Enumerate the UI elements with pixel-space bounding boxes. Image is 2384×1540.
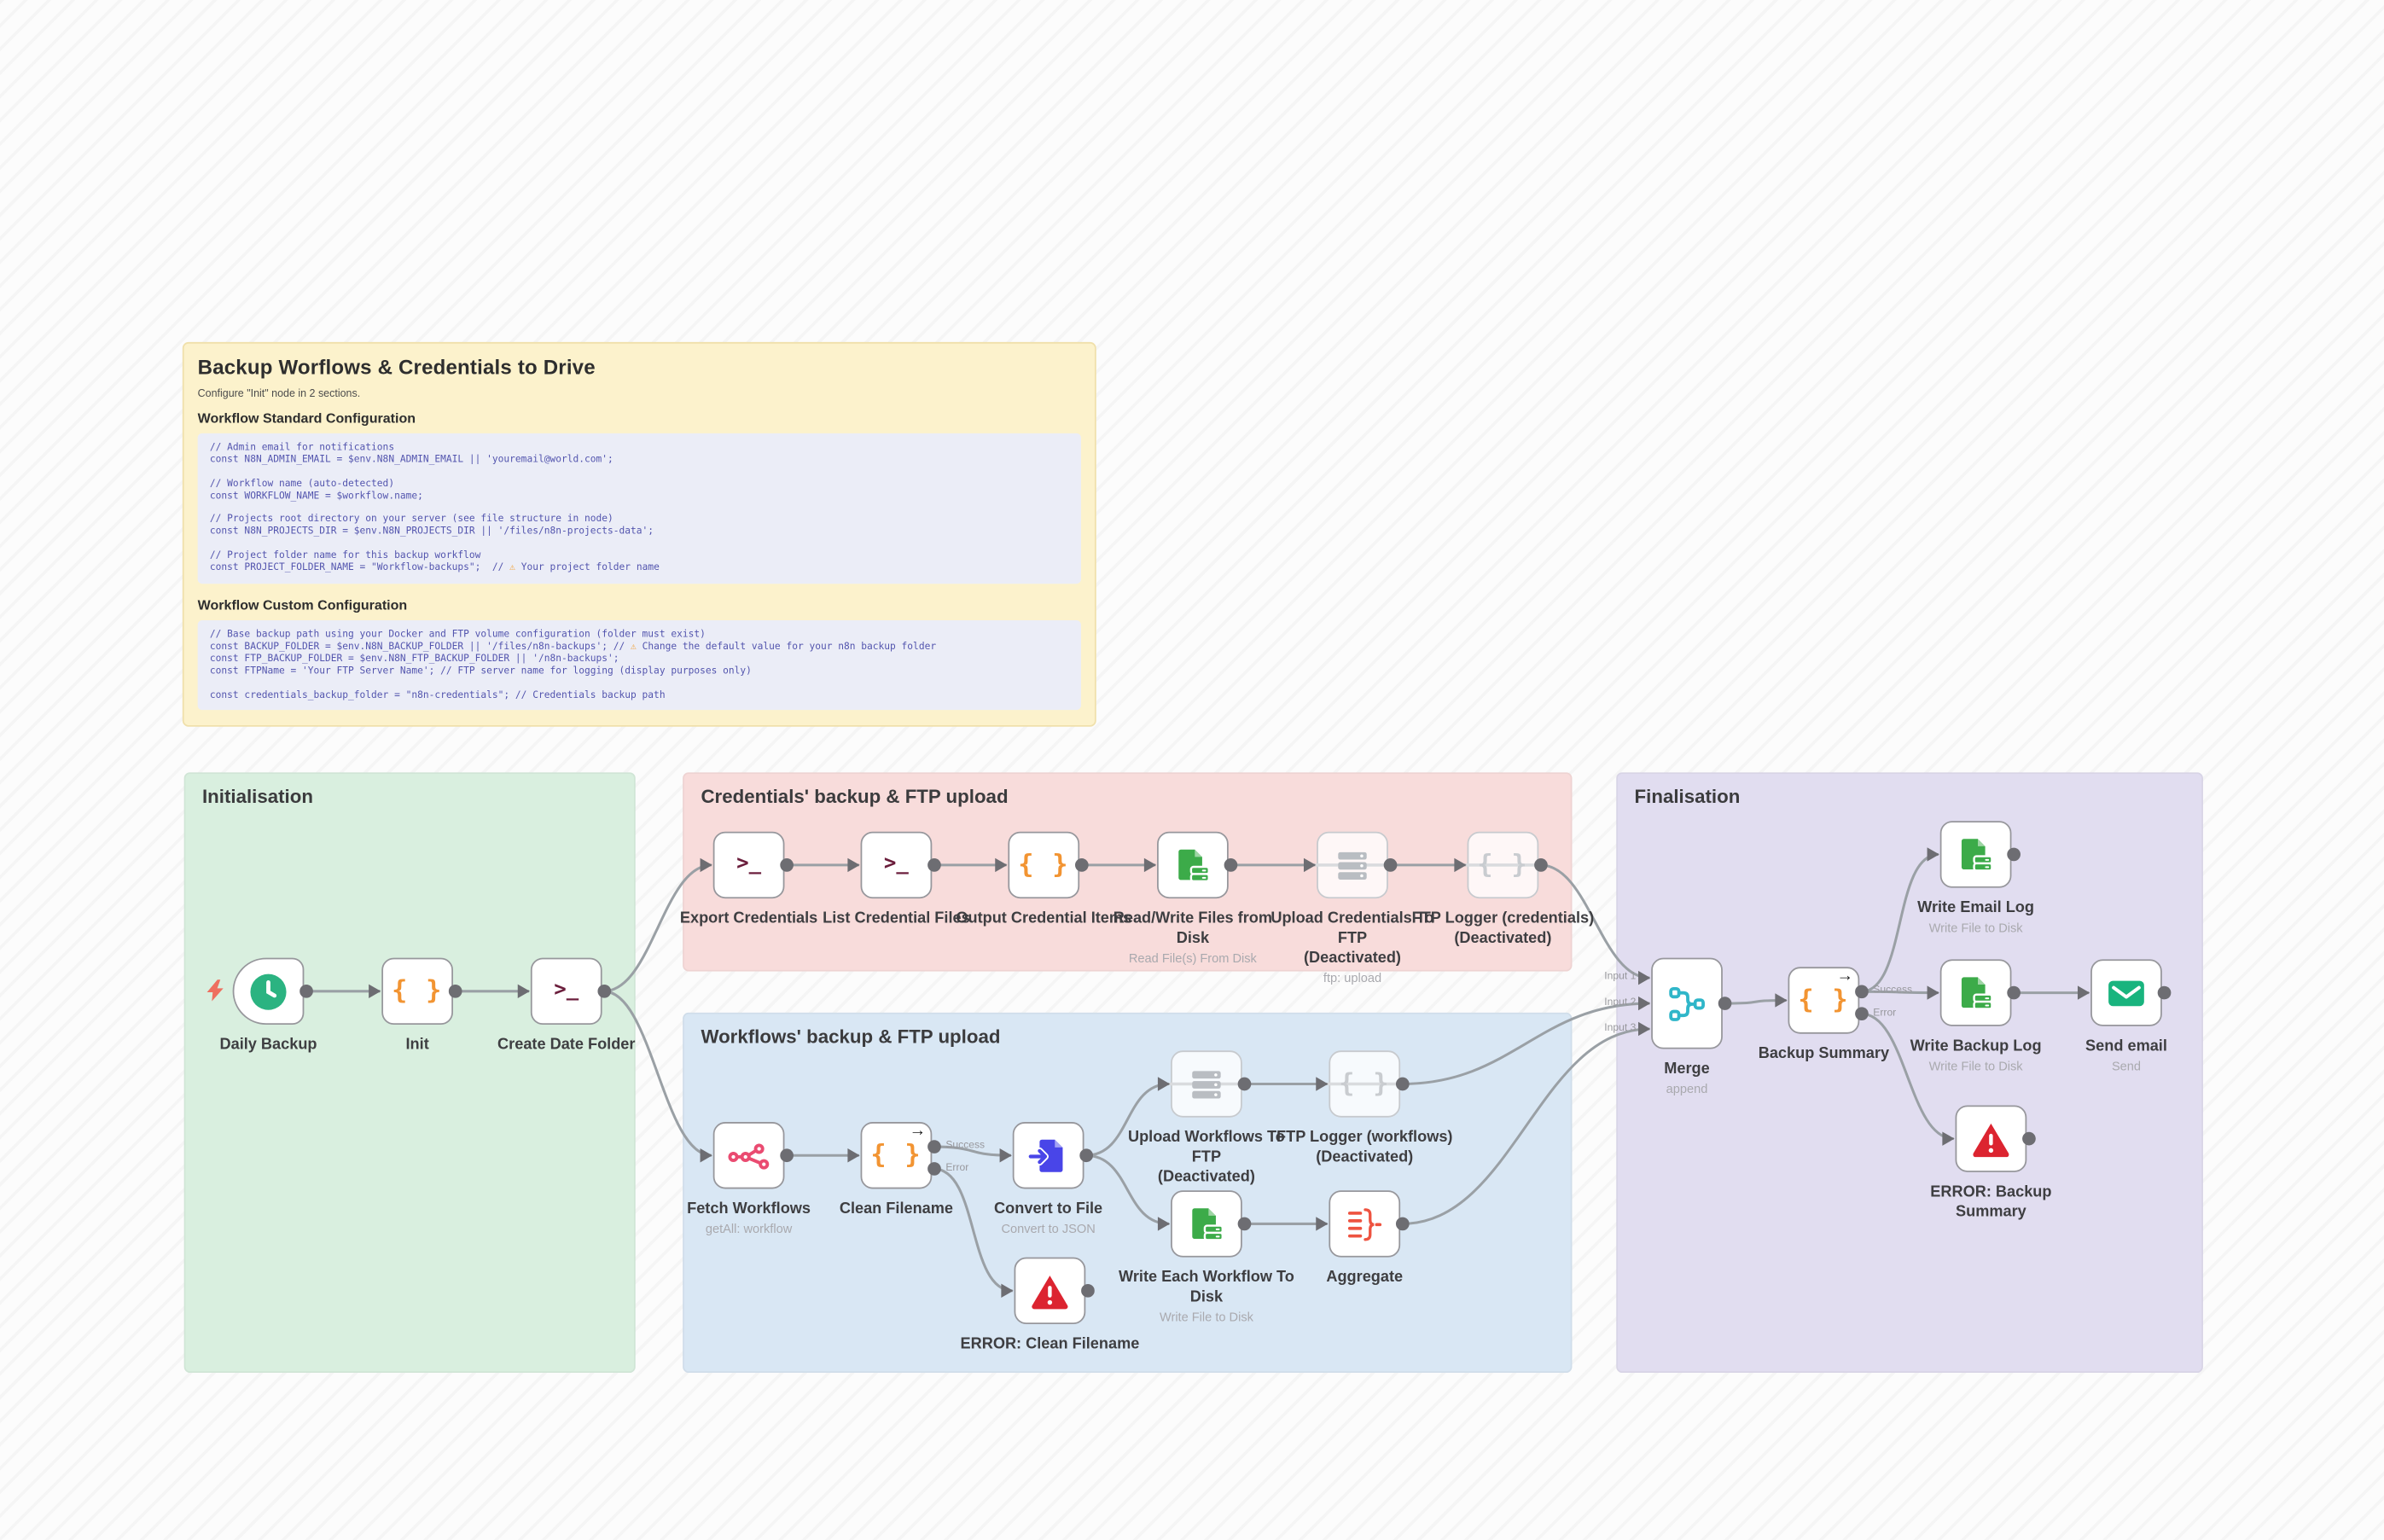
sticky-note[interactable]: Backup Worflows & Credentials to Drive C… bbox=[182, 341, 1096, 727]
warning-icon: ⚠ bbox=[631, 641, 637, 653]
sticky-subtitle: Configure "Init" node in 2 sections. bbox=[197, 389, 361, 400]
node-subtitle: getAll: workflow bbox=[705, 1222, 793, 1236]
node-backup-summary[interactable]: { }→ bbox=[1788, 967, 1860, 1034]
server-icon bbox=[1188, 1065, 1226, 1103]
input-port-label: Input 1 bbox=[1604, 971, 1637, 983]
alert-icon bbox=[1029, 1270, 1070, 1311]
node-label: Init bbox=[405, 1037, 429, 1054]
group-initialisation[interactable]: Initialisation bbox=[183, 772, 636, 1374]
node-list-credential-files[interactable]: >_ bbox=[860, 831, 933, 899]
node-init[interactable]: { } bbox=[381, 957, 454, 1026]
node-label: Daily Backup bbox=[219, 1037, 317, 1054]
group-title: Workflows' backup & FTP upload bbox=[701, 1026, 1001, 1048]
file-write-icon bbox=[1956, 973, 1997, 1014]
node-write-each-workflow[interactable] bbox=[1171, 1190, 1242, 1258]
node-write-backup-log[interactable] bbox=[1939, 959, 2012, 1026]
code-block-standard-config: // Admin email for notifications const N… bbox=[197, 433, 1081, 584]
node-upload-workflows-ftp[interactable] bbox=[1169, 1050, 1244, 1118]
warning-icon: ⚠ bbox=[509, 562, 515, 573]
node-error-backup-summary[interactable] bbox=[1955, 1105, 2027, 1172]
lightning-bolt-icon bbox=[206, 979, 225, 1002]
passthrough-line bbox=[1327, 1082, 1402, 1086]
node-create-date-folder[interactable]: >_ bbox=[530, 957, 602, 1026]
node-label: ERROR: Backup Summary bbox=[1930, 1184, 2052, 1221]
node-subtitle: Send bbox=[2111, 1060, 2142, 1074]
braces-icon: { } bbox=[1339, 1067, 1391, 1099]
input-port-label: Input 3 bbox=[1604, 1022, 1637, 1034]
terminal-icon: >_ bbox=[554, 978, 579, 1002]
arrow-pin-icon: → bbox=[909, 1122, 927, 1141]
sticky-title: Backup Worflows & Credentials to Drive bbox=[197, 355, 596, 379]
output-port-label: Success bbox=[1873, 985, 1913, 997]
group-title: Initialisation bbox=[201, 786, 313, 808]
node-ftp-logger-workflows[interactable]: { } bbox=[1327, 1050, 1402, 1118]
mail-icon bbox=[2106, 973, 2147, 1014]
node-output-credential-items[interactable]: { } bbox=[1008, 831, 1080, 899]
node-fetch-workflows[interactable] bbox=[712, 1122, 785, 1189]
n8n-icon bbox=[727, 1133, 771, 1177]
node-label: ERROR: Clean Filename bbox=[960, 1336, 1140, 1353]
node-send-email[interactable] bbox=[2090, 959, 2162, 1026]
braces-icon: { } bbox=[392, 975, 444, 1006]
passthrough-line bbox=[1465, 863, 1541, 867]
file-write-icon bbox=[1172, 845, 1213, 886]
group-title: Finalisation bbox=[1634, 786, 1741, 808]
group-credentials-backup[interactable]: Credentials' backup & FTP upload bbox=[683, 772, 1573, 972]
merge-icon bbox=[1666, 983, 1707, 1024]
file-write-icon bbox=[1956, 834, 1997, 875]
node-label: FTP Logger (credentials) (Deactivated) bbox=[1411, 910, 1595, 948]
node-label: Upload Credentials To FTP (Deactivated)f… bbox=[1238, 909, 1466, 988]
node-convert-to-file[interactable] bbox=[1012, 1122, 1084, 1189]
node-write-email-log[interactable] bbox=[1939, 821, 2012, 888]
node-label: Aggregate bbox=[1326, 1269, 1404, 1287]
output-port-label: Error bbox=[1873, 1008, 1897, 1019]
node-subtitle: append bbox=[1666, 1082, 1708, 1096]
server-icon bbox=[1334, 846, 1372, 885]
output-port-label: Success bbox=[945, 1140, 986, 1152]
code-block-custom-config: // Base backup path using your Docker an… bbox=[197, 619, 1081, 711]
node-subtitle: Write File to Disk bbox=[1159, 1310, 1253, 1325]
sticky-section-heading: Workflow Custom Configuration bbox=[197, 597, 408, 613]
file-write-icon bbox=[1186, 1203, 1227, 1244]
node-clean-filename[interactable]: { }→ bbox=[860, 1122, 933, 1189]
clock-icon bbox=[247, 971, 288, 1012]
terminal-icon: >_ bbox=[736, 851, 762, 876]
sticky-section-heading: Workflow Standard Configuration bbox=[197, 410, 416, 426]
terminal-icon: >_ bbox=[883, 851, 909, 876]
input-port-label: Input 2 bbox=[1604, 997, 1637, 1008]
alert-icon bbox=[1970, 1119, 2011, 1159]
braces-icon: { } bbox=[870, 1139, 922, 1171]
arrow-pin-icon: → bbox=[1836, 967, 1854, 985]
file-convert-icon bbox=[1027, 1135, 1069, 1176]
node-merge[interactable] bbox=[1651, 957, 1723, 1049]
group-title: Credentials' backup & FTP upload bbox=[701, 786, 1009, 808]
node-aggregate[interactable] bbox=[1329, 1190, 1401, 1258]
node-read-write-files[interactable] bbox=[1157, 831, 1229, 899]
node-subtitle: ftp: upload bbox=[1323, 971, 1382, 985]
node-subtitle: Write File to Disk bbox=[1928, 921, 2023, 935]
node-error-clean-filename[interactable] bbox=[1014, 1257, 1086, 1325]
braces-icon: { } bbox=[1798, 984, 1850, 1015]
output-port-label: Error bbox=[945, 1162, 969, 1174]
node-label: FTP Logger (workflows) (Deactivated) bbox=[1276, 1129, 1453, 1166]
node-subtitle: Convert to JSON bbox=[1001, 1222, 1096, 1236]
node-subtitle: Read File(s) From Disk bbox=[1128, 951, 1257, 966]
node-label: Output Credential Items bbox=[956, 910, 1132, 927]
node-export-credentials[interactable]: >_ bbox=[712, 831, 785, 899]
aggregate-icon bbox=[1346, 1205, 1384, 1243]
node-ftp-logger-credentials[interactable]: { } bbox=[1465, 831, 1541, 899]
braces-icon: { } bbox=[1477, 849, 1529, 880]
node-label: List Credential Files bbox=[823, 910, 970, 927]
node-upload-credentials-ftp[interactable] bbox=[1315, 831, 1390, 899]
braces-icon: { } bbox=[1018, 849, 1070, 880]
node-daily-backup[interactable] bbox=[232, 957, 305, 1026]
node-label: Create Date Folder bbox=[497, 1037, 636, 1054]
